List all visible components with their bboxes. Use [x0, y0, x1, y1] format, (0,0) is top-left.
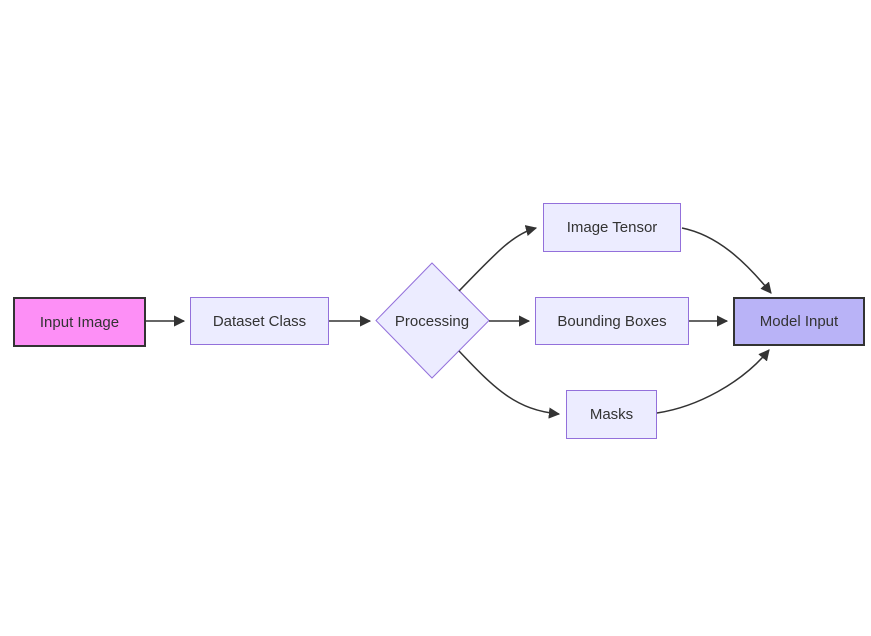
- node-dataset-class: Dataset Class: [190, 297, 329, 345]
- edge-image-tensor-to-model-input: [681, 227, 772, 294]
- edge-processing-to-image-tensor: [458, 225, 538, 292]
- node-model-input-label: Model Input: [759, 313, 839, 330]
- node-bounding-boxes: Bounding Boxes: [535, 297, 689, 345]
- node-masks: Masks: [566, 390, 657, 439]
- edge-processing-to-masks: [458, 350, 561, 419]
- node-processing-shape: [375, 262, 490, 379]
- node-input-image: Input Image: [13, 297, 146, 347]
- node-processing-label: Processing: [394, 312, 470, 330]
- node-input-image-label: Input Image: [39, 313, 120, 331]
- node-masks-label: Masks: [589, 406, 634, 423]
- edge-masks-to-model-input: [656, 349, 770, 414]
- node-image-tensor: Image Tensor: [543, 203, 681, 252]
- node-model-input: Model Input: [733, 297, 865, 346]
- node-dataset-class-label: Dataset Class: [212, 312, 307, 330]
- node-image-tensor-label: Image Tensor: [566, 219, 658, 236]
- node-bounding-boxes-label: Bounding Boxes: [557, 312, 667, 330]
